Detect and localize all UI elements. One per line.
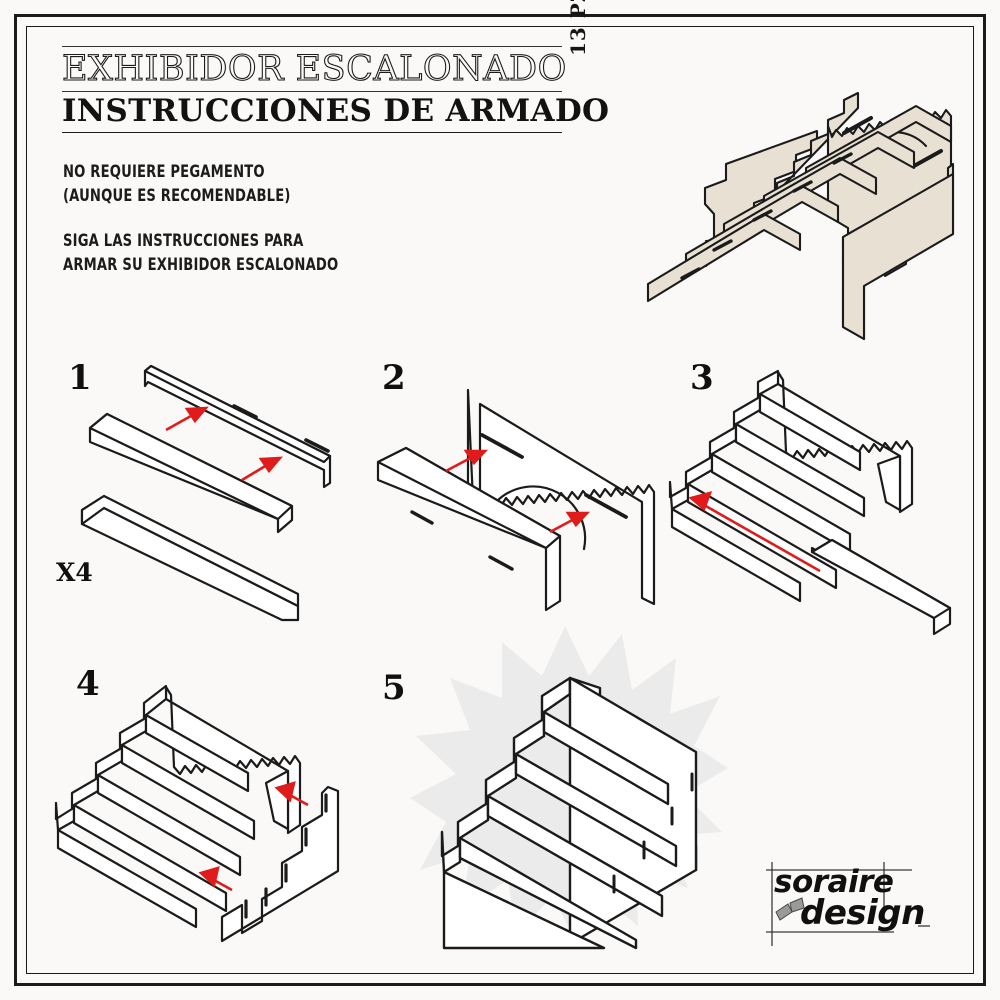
logo-text-design: design xyxy=(800,893,925,933)
step4-incoming-side-panel xyxy=(220,785,340,943)
logo-crosshair-rules xyxy=(766,862,930,946)
hero-slot-a xyxy=(842,116,873,135)
step4-shelf-stack xyxy=(56,713,256,929)
hero-shelf-tabs xyxy=(680,152,853,280)
step5-shelf-stack xyxy=(442,710,678,950)
step2-arrows xyxy=(445,449,590,534)
step4-arrows xyxy=(198,781,309,892)
step-1-quantity-label: X4 xyxy=(56,558,93,587)
title-rule-bottom xyxy=(62,131,562,133)
hero-exploded-view xyxy=(596,38,976,368)
step4-rear-panel xyxy=(164,685,302,835)
hero-side-panel-right-face xyxy=(841,172,955,341)
step3-shelf-5 xyxy=(670,507,802,603)
step5-shelf-3 xyxy=(486,794,664,918)
title-rule-top xyxy=(62,46,562,47)
step4-panel-tongue xyxy=(264,769,290,831)
step-number-2: 2 xyxy=(382,358,406,398)
intro-text: NO REQUIERE PEGAMENTO (AUNQUE ES RECOMEN… xyxy=(63,160,347,278)
ribbon-mark-icon xyxy=(775,897,805,921)
title-rule-middle xyxy=(62,91,562,93)
page-title-line1: EXHIBIDOR ESCALONADO xyxy=(61,49,567,89)
step2-base-shelf-top xyxy=(376,446,562,550)
header: EXHIBIDOR ESCALONADO INSTRUCCIONES DE AR… xyxy=(61,46,610,133)
step2-base-tabs xyxy=(410,510,514,571)
step5-shelf-5 xyxy=(442,870,606,950)
brand-logo: soraire design xyxy=(762,860,947,952)
piece-count-label: 13 PZS xyxy=(566,0,590,56)
step-3-illustration xyxy=(660,352,980,642)
step-2-illustration xyxy=(370,352,670,622)
step5-shelf-4 xyxy=(458,836,638,950)
step4-shelf-1 xyxy=(144,713,250,793)
step2-slots xyxy=(480,433,628,519)
step2-back-panel xyxy=(466,388,656,606)
step-1-illustration xyxy=(60,352,360,622)
page-title-line2: INSTRUCCIONES DE ARMADO xyxy=(62,93,610,130)
step-number-5: 5 xyxy=(382,668,406,708)
step1-arrows xyxy=(165,406,283,482)
step5-shelf-1 xyxy=(542,710,670,806)
intro-line-2: (AUNQUE ES RECOMENDABLE) xyxy=(63,186,291,207)
step-number-4: 4 xyxy=(76,664,100,704)
step4-shelf-4 xyxy=(72,803,228,913)
step3-panel-tongue xyxy=(876,454,902,512)
step1-panel-upper-back xyxy=(143,364,332,489)
logo-text-soraire: soraire xyxy=(774,864,894,900)
step-number-3: 3 xyxy=(690,358,714,398)
step3-shelf-4 xyxy=(686,482,838,590)
step3-front-panel xyxy=(668,369,780,511)
step3-arrows xyxy=(688,491,821,573)
step3-shelf-2 xyxy=(734,422,866,518)
step4-shelf-5 xyxy=(56,828,198,929)
step1-panel-lower-top xyxy=(88,412,294,521)
step5-shelf-2 xyxy=(514,752,678,868)
step-5-illustration xyxy=(400,618,730,950)
step3-shelf-1 xyxy=(758,392,862,472)
intro-line-3: SIGA LAS INSTRUCCIONES PARA xyxy=(63,231,304,252)
step4-shelf-2 xyxy=(120,743,256,841)
step3-detached-shelf-top xyxy=(810,538,952,620)
step2-arch-cutout xyxy=(494,485,587,551)
intro-line-4: ARMAR SU EXHIBIDOR ESCALONADO xyxy=(63,255,339,276)
hero-slot-b xyxy=(912,149,943,168)
intro-line-1: NO REQUIERE PEGAMENTO xyxy=(63,162,265,182)
step-4-illustration xyxy=(50,655,380,950)
step4-front-panel xyxy=(54,684,168,832)
step1-panel-upper-top xyxy=(143,364,332,464)
border-frame-inner xyxy=(26,26,974,974)
step4-shelf-3 xyxy=(96,773,242,877)
step1-assembled-shelf-top xyxy=(80,494,300,608)
step1-slots xyxy=(232,404,330,453)
step5-side-notches xyxy=(612,772,694,894)
border-frame-outer xyxy=(14,14,986,986)
step-number-1: 1 xyxy=(68,358,92,398)
step4-side-panel-notches xyxy=(244,793,328,919)
